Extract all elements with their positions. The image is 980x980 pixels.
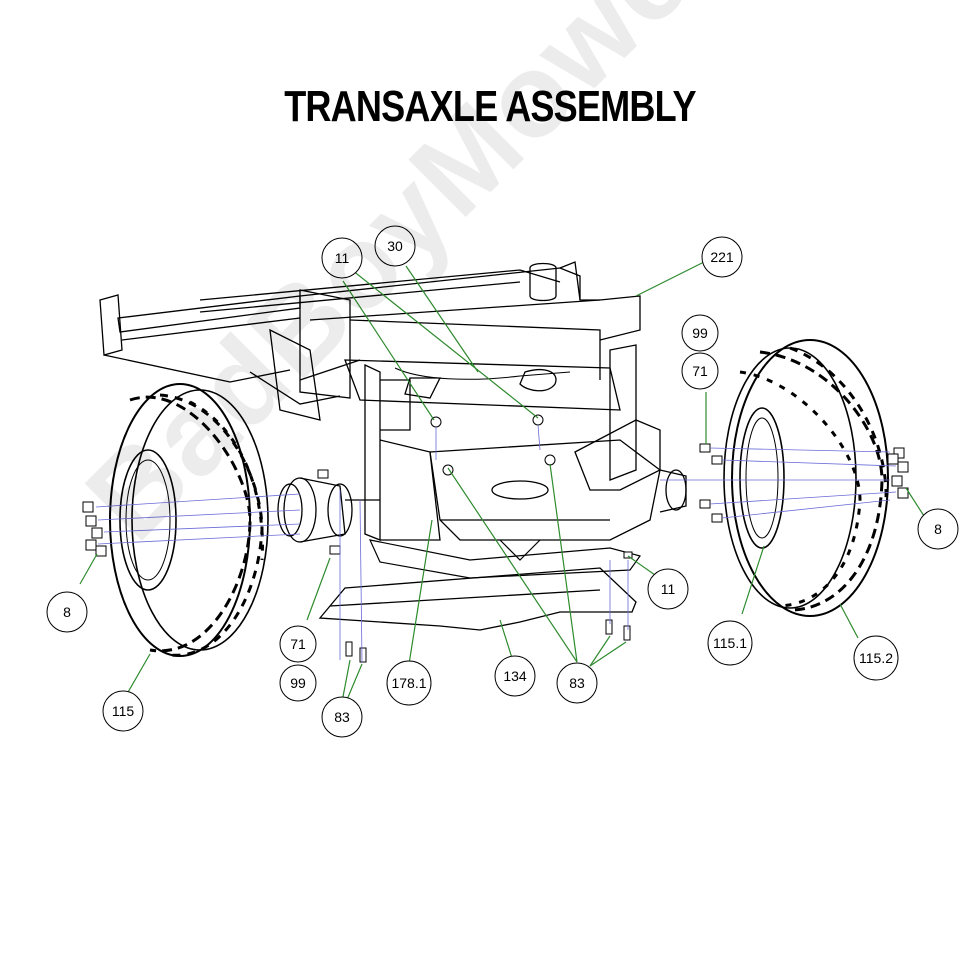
callout-bubble xyxy=(279,664,317,702)
callout-bubble xyxy=(494,655,536,697)
callout-label: 99 xyxy=(692,325,708,341)
callout-bubble xyxy=(917,508,959,550)
skid-plate xyxy=(318,567,637,631)
callout-c83l: 83 xyxy=(321,696,363,738)
callout-label: 221 xyxy=(710,249,734,265)
callout-bubble xyxy=(386,660,432,706)
callout-c99l: 99 xyxy=(279,664,317,702)
callout-bubble xyxy=(681,352,719,390)
callout-bubble xyxy=(681,314,719,352)
callout-c1151: 115.1 xyxy=(707,620,753,666)
callout-c1781: 178.1 xyxy=(386,660,432,706)
left-tire xyxy=(109,383,269,657)
callout-label: 83 xyxy=(334,709,350,725)
callout-bubble xyxy=(647,568,689,610)
callout-label: 8 xyxy=(934,521,942,537)
callout-bubble xyxy=(701,236,743,278)
seat-plate xyxy=(344,359,621,411)
callout-bubble xyxy=(321,237,363,279)
diagram-title: TRANSAXLE ASSEMBLY xyxy=(284,82,696,131)
callout-label: 115.2 xyxy=(859,650,893,666)
callout-c11b: 11 xyxy=(647,568,689,610)
callout-c11a: 11 xyxy=(321,237,363,279)
callout-label: 30 xyxy=(387,238,403,254)
callout-bubble xyxy=(853,635,899,681)
callout-label: 115.1 xyxy=(713,635,747,651)
callout-label: 11 xyxy=(661,581,676,597)
callout-c221: 221 xyxy=(701,236,743,278)
callout-label: 71 xyxy=(692,363,708,379)
callout-label: 71 xyxy=(290,636,306,652)
callout-label: 11 xyxy=(335,250,350,266)
callout-label: 83 xyxy=(569,675,585,691)
transaxle-body xyxy=(368,539,641,579)
callout-bubble xyxy=(46,591,88,633)
callout-label: 115 xyxy=(112,703,135,719)
callout-c71r: 71 xyxy=(681,352,719,390)
callout-c8l: 8 xyxy=(46,591,88,633)
callout-label: 134 xyxy=(503,668,527,684)
callout-c71l: 71 xyxy=(279,625,317,663)
callout-c99r: 99 xyxy=(681,314,719,352)
callout-c134: 134 xyxy=(494,655,536,697)
callout-c1152: 115.2 xyxy=(853,635,899,681)
callout-bubble xyxy=(279,625,317,663)
callout-bubble xyxy=(102,690,144,732)
callout-c8r: 8 xyxy=(917,508,959,550)
right-hub xyxy=(659,469,687,513)
callout-c115: 115 xyxy=(102,690,144,732)
callout-c30: 30 xyxy=(374,225,416,267)
callout-label: 99 xyxy=(290,675,306,691)
assembly-guides xyxy=(95,424,897,663)
frame xyxy=(99,261,641,421)
callout-bubble xyxy=(707,620,753,666)
callouts: 11 30 221 99 71 8 8 11 115.1 115.2 71 99 83 178.1 134 8… xyxy=(46,225,959,738)
callout-bubble xyxy=(321,696,363,738)
callout-c83r: 83 xyxy=(556,662,598,704)
callout-label: 8 xyxy=(63,604,71,620)
right-tire xyxy=(723,339,889,617)
side-plates xyxy=(364,344,661,541)
callout-label: 178.1 xyxy=(391,675,426,691)
callout-bubble xyxy=(374,225,416,267)
callout-bubble xyxy=(556,662,598,704)
leader-lines xyxy=(79,261,925,703)
